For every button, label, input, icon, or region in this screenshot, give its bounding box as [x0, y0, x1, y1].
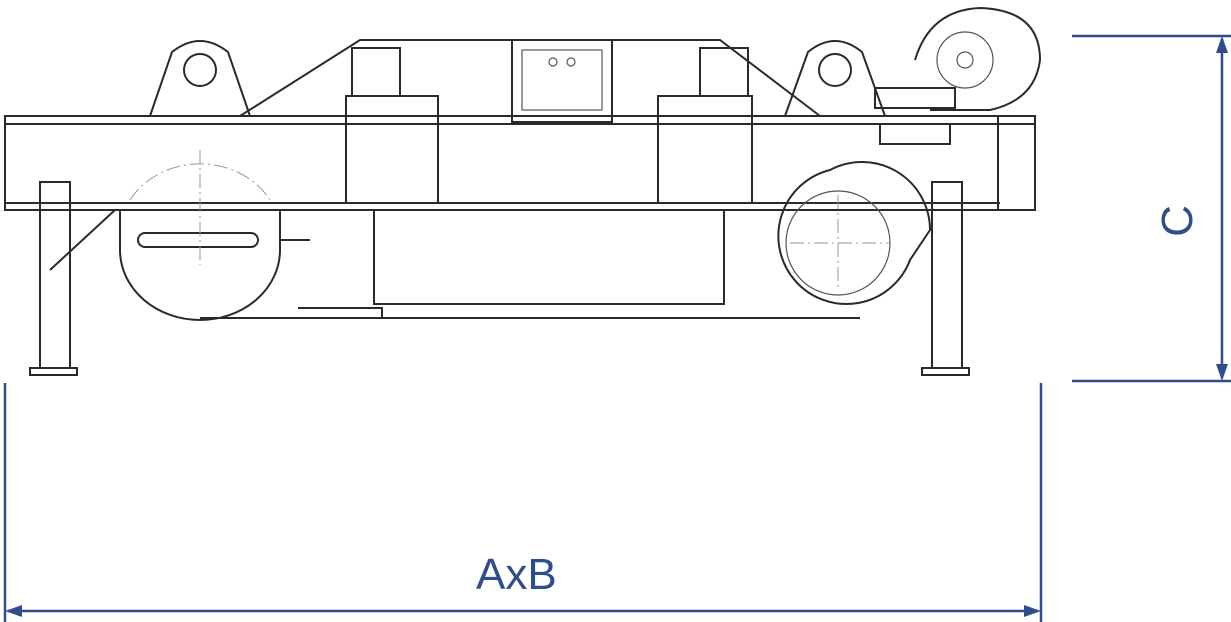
lifting-lugs: [149, 40, 886, 117]
arrow-down-icon: [1216, 364, 1228, 381]
left-drum: [119, 150, 310, 321]
arrow-up-icon: [1216, 36, 1228, 53]
top-cover: [239, 39, 821, 123]
magnet-body: [200, 209, 860, 319]
right-drum: [777, 161, 932, 305]
legs: [29, 181, 970, 376]
arrow-right-icon: [1024, 605, 1041, 617]
height-dimension-label: C: [1152, 205, 1202, 237]
width-dimension-label: AxB: [476, 550, 557, 599]
height-dimension: [1072, 34, 1231, 383]
width-dimension: [3, 383, 1043, 622]
gear-motor: [874, 6, 1042, 145]
arrow-left-icon: [5, 605, 22, 617]
